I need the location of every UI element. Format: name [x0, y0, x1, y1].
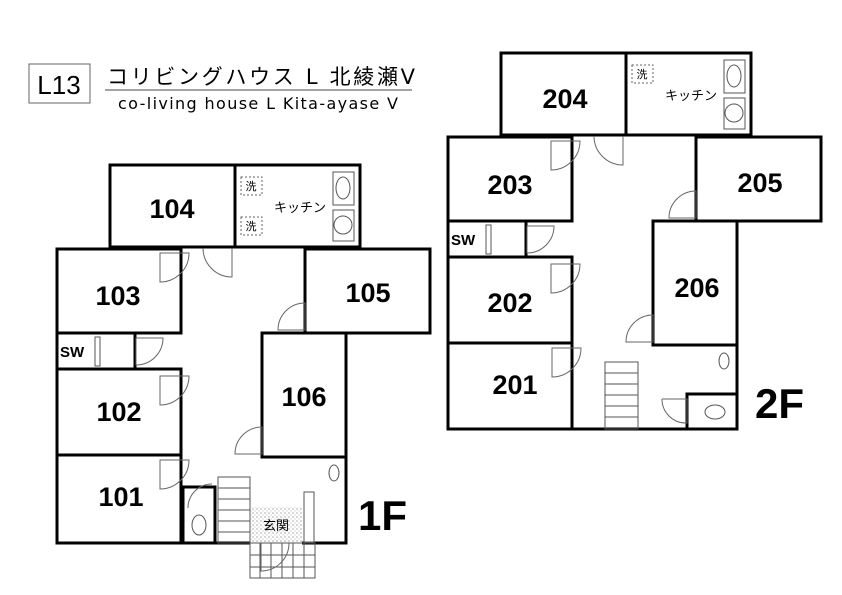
room-number: 201 — [492, 370, 537, 400]
outer-wall — [572, 345, 739, 431]
kitchen-2f — [624, 51, 753, 137]
entrance-grid — [249, 542, 316, 579]
room-number: 101 — [98, 482, 143, 512]
door-204[interactable] — [593, 135, 624, 166]
kitchen-label: キッチン — [274, 201, 326, 216]
sink-bowl — [726, 64, 742, 88]
title-en: co-living house L Kita-ayase V — [118, 94, 398, 113]
door-106[interactable] — [234, 426, 263, 455]
door-203[interactable] — [550, 140, 581, 171]
sink-icon — [718, 352, 730, 370]
shoe-rack — [303, 491, 315, 543]
code-label: L13 — [37, 70, 80, 100]
room-number: 202 — [487, 288, 532, 318]
kitchen-sink-icon — [723, 59, 746, 94]
room-106 — [260, 331, 348, 459]
room-101 — [55, 453, 183, 545]
room-number: 104 — [149, 194, 194, 224]
door-202[interactable] — [550, 263, 581, 294]
sw-label: SW — [60, 344, 85, 361]
room-number: 106 — [281, 382, 326, 412]
room-number: 203 — [487, 170, 532, 200]
sw-fixture — [94, 336, 101, 367]
door-sw-1f[interactable] — [135, 337, 164, 366]
door-205[interactable] — [668, 190, 697, 219]
outer-wall — [302, 457, 348, 545]
door-104[interactable] — [202, 247, 233, 278]
entrance-floor — [251, 507, 302, 542]
sw-fixture — [485, 224, 492, 255]
burner — [724, 103, 744, 123]
stairs-1f — [217, 476, 251, 544]
room-number: 102 — [96, 397, 141, 427]
sink-bowl — [335, 176, 351, 200]
washer-box-2 — [240, 216, 263, 236]
washer-box-1 — [240, 176, 263, 196]
toilet-2f — [685, 392, 739, 431]
room-105 — [303, 247, 432, 335]
kitchen-label: キッチン — [665, 89, 717, 104]
title-ja: コリビングハウス L 北綾瀬V — [107, 65, 416, 89]
header: L13 コリビングハウス L 北綾瀬V co-living house L Ki… — [28, 63, 416, 113]
floor-2: 洗 キッチン SW 201 202 203 204 205 206 2F — [446, 51, 823, 431]
door-toilet-2f[interactable] — [661, 398, 688, 424]
washer-box — [631, 64, 654, 84]
room-201 — [446, 341, 574, 431]
door-102[interactable] — [159, 375, 190, 406]
kitchen-1f — [233, 163, 362, 249]
room-number: 205 — [737, 168, 782, 198]
entrance-door[interactable] — [260, 542, 290, 572]
room-number: 204 — [542, 84, 587, 114]
floor-label-1f: 1F — [358, 492, 407, 539]
stairs-2f — [604, 361, 639, 430]
stove-icon — [332, 209, 355, 242]
door-103[interactable] — [159, 252, 190, 283]
floor-label-2f: 2F — [755, 380, 804, 427]
toilet-1f — [181, 485, 217, 545]
floor-1: 玄関 洗 洗 キッチン SW 101 102 — [55, 163, 432, 579]
washer-label: 洗 — [246, 220, 257, 233]
room-206 — [651, 219, 739, 347]
door-206[interactable] — [625, 314, 654, 343]
room-205 — [694, 135, 823, 223]
room-number: 206 — [674, 273, 719, 303]
entrance-label: 玄関 — [263, 519, 289, 534]
kitchen-sink-icon — [332, 171, 355, 206]
code-badge — [28, 63, 91, 104]
door-101[interactable] — [159, 459, 190, 490]
room-number: 105 — [345, 278, 390, 308]
room-number: 103 — [95, 281, 140, 311]
sw-label: SW — [451, 232, 476, 249]
door-sw-2f[interactable] — [526, 225, 555, 254]
sink-icon — [328, 464, 340, 482]
toilet-icon — [191, 514, 207, 536]
door-201[interactable] — [551, 347, 582, 378]
washer-label: 洗 — [637, 68, 648, 81]
stove-icon — [723, 97, 746, 130]
burner — [333, 215, 353, 235]
washer-label: 洗 — [246, 180, 257, 193]
toilet-icon — [704, 404, 726, 420]
door-105[interactable] — [277, 302, 306, 331]
door-toilet-1f[interactable] — [187, 483, 213, 509]
